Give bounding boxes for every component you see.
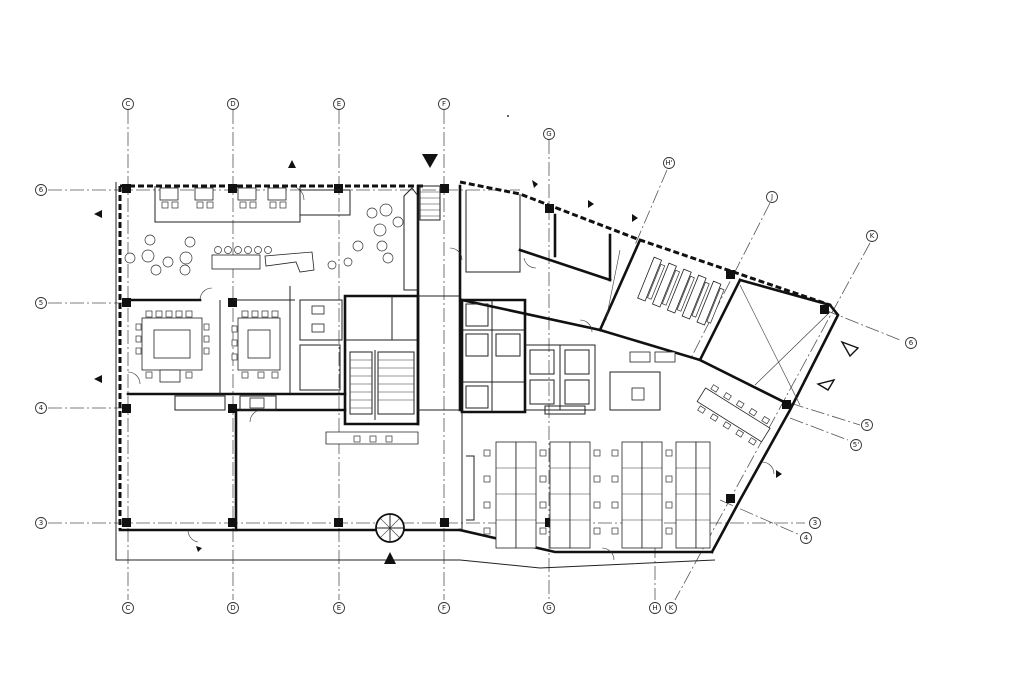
grid-bubble-k-bottom: K: [665, 602, 677, 614]
grid-label: E: [337, 604, 341, 612]
grid-label: 6: [39, 186, 44, 194]
restrooms: [174, 299, 590, 415]
grid-bubble-j-top: J: [766, 191, 778, 203]
grid-label: K: [870, 232, 875, 240]
workstations: [466, 441, 711, 549]
grid-label: G: [546, 130, 551, 138]
grid-label: 5: [865, 421, 869, 429]
collaboration-table: [629, 351, 771, 446]
grid-bubble-4-right: 4: [800, 532, 812, 544]
grid-bubble-5-prime-right: 5': [850, 439, 862, 451]
grid-label: K: [669, 604, 674, 612]
workstation-cluster: [675, 441, 711, 549]
grid-label: G: [546, 604, 551, 612]
grid-bubble-5-right: 5: [861, 419, 873, 431]
grid-bubble-6-left: 6: [35, 184, 47, 196]
training-room: [605, 249, 725, 326]
grid-label: 3: [39, 519, 43, 527]
grid-bubble-k-top: K: [866, 230, 878, 242]
grid-label: 6: [909, 339, 914, 347]
door-swings: [127, 185, 775, 561]
grid-bubble-6-right: 6: [905, 337, 917, 349]
grid-bubble-c-top: C: [122, 98, 134, 110]
grid-bubble-5-left: 5: [35, 297, 47, 309]
grid-bubble-f-bottom: F: [438, 602, 450, 614]
grid-bubble-e-bottom: E: [333, 602, 345, 614]
grid-label: H: [652, 604, 657, 612]
grid-bubble-c-bottom: C: [122, 602, 134, 614]
grid-label: D: [230, 100, 235, 108]
stair-icon: [349, 185, 441, 415]
revolving-door-icon: [375, 513, 405, 543]
reception-desk: [325, 431, 419, 445]
grid-label: J: [770, 193, 773, 201]
grid-label: F: [442, 604, 446, 612]
section-arrow-icon: [94, 154, 782, 564]
grid-bubble-3-right: 3: [809, 517, 821, 529]
grid-label: C: [126, 604, 131, 612]
grid-bubble-3-left: 3: [35, 517, 47, 529]
grid-label: F: [442, 100, 446, 108]
grid-bubble-4-left: 4: [35, 402, 47, 414]
grid-bubble-h-bottom: H: [649, 602, 661, 614]
grid-bubbles-bottom: C D E F G H K: [122, 602, 677, 614]
grid-label: D: [230, 604, 235, 612]
workstation-cluster: [621, 441, 663, 549]
grid-label: 3: [813, 519, 817, 527]
grid-bubble-e-top: E: [333, 98, 345, 110]
north-arrow-icon: [816, 340, 860, 391]
workstation-cluster: [549, 441, 591, 549]
grid-bubble-d-top: D: [227, 98, 239, 110]
grid-label: 4: [804, 534, 809, 542]
grid-label: 4: [39, 404, 44, 412]
plan-mark: [507, 115, 509, 117]
grid-label: E: [337, 100, 341, 108]
grid-bubbles-top: C D E F G H' J K: [122, 98, 878, 242]
workstation-cluster: [495, 441, 537, 549]
grid-bubble-g-bottom: G: [543, 602, 555, 614]
grid-label: C: [126, 100, 131, 108]
grid-bubble-g-top: G: [543, 128, 555, 140]
grid-label: 5': [853, 441, 859, 449]
grid-bubbles-left: 6 5 4 3: [35, 184, 47, 529]
conference-rooms: [135, 310, 281, 383]
grid-bubble-f-top: F: [438, 98, 450, 110]
workstation-chairs: [483, 449, 673, 535]
grid-bubble-h-prime-top: H': [663, 157, 675, 169]
grid-label: 5: [39, 299, 43, 307]
grid-label: H': [665, 159, 672, 167]
interior-walls: [126, 184, 832, 532]
lounge-area: [124, 186, 419, 291]
grid-bubble-d-bottom: D: [227, 602, 239, 614]
grid-bubbles-right: 6 5 5' 3 4: [800, 337, 917, 544]
